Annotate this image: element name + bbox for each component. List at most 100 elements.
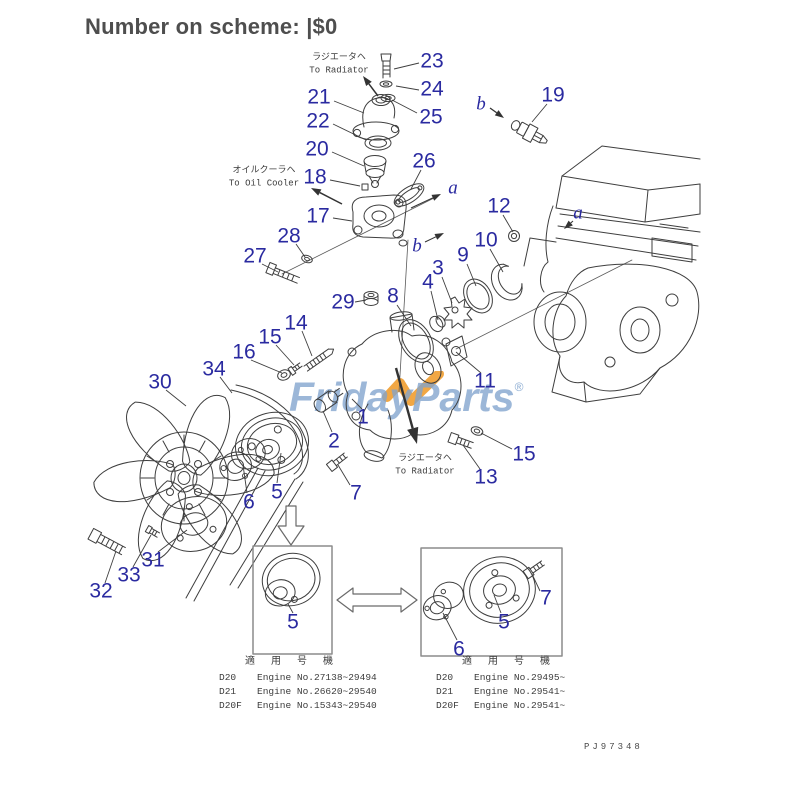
part-number-7: 7 [540, 586, 552, 610]
leader-line [393, 62, 420, 70]
part-number-1: 1 [357, 405, 369, 429]
part-number-34: 34 [202, 357, 226, 381]
part-number-5: 5 [287, 610, 299, 634]
part-number-11: 11 [474, 369, 496, 393]
direction-arrow-line [489, 107, 498, 114]
part-number-28: 28 [277, 224, 301, 248]
double-arrow [336, 587, 418, 613]
engine-block-drawing [523, 145, 701, 403]
leader-line [242, 464, 248, 494]
leader-line [157, 529, 188, 553]
inset-left-pulley-drawing [261, 552, 321, 607]
arrowhead [363, 76, 372, 87]
leader-line [165, 389, 187, 407]
leader-line [396, 304, 412, 327]
model-cell: D20F [436, 700, 459, 711]
inset-right-pulley-drawing [463, 556, 536, 624]
part-number-4: 4 [422, 270, 434, 294]
arrowhead [407, 426, 419, 444]
part-number-6: 6 [243, 490, 255, 514]
part-number-9: 9 [457, 243, 469, 267]
annotation-jp: ラジエータヘ [398, 453, 452, 464]
part-number-18: 18 [303, 165, 327, 189]
part-number-17: 17 [306, 204, 330, 228]
leader-line [322, 410, 333, 433]
part-number-13: 13 [474, 465, 498, 489]
thermostat-stack-drawing [351, 53, 425, 247]
part-number-12: 12 [487, 194, 511, 218]
direction-arrow-line [570, 220, 574, 224]
part-number-22: 22 [306, 109, 330, 133]
arrowhead [434, 233, 444, 240]
leader-line [329, 179, 361, 187]
leader-line [531, 103, 548, 123]
leader-line [104, 550, 117, 584]
leader-line [462, 444, 481, 470]
watermark-registered-mark: ® [514, 380, 524, 394]
part-number-27: 27 [243, 244, 267, 268]
leader-line [480, 432, 513, 450]
part-number-31: 31 [141, 548, 165, 572]
leader-line [455, 351, 482, 374]
part-number-25: 25 [419, 105, 443, 129]
part-number-14: 14 [284, 311, 308, 335]
section-letter-a: a [573, 202, 583, 224]
arrowhead [431, 194, 441, 201]
leader-line [410, 169, 422, 190]
leader-line [395, 85, 420, 91]
leader-line [301, 330, 313, 357]
section-letter-b: b [412, 235, 422, 257]
watermark-check-icon [382, 371, 444, 406]
part-number-16: 16 [232, 340, 256, 364]
serial-range-cell: Engine No.27138~29494 [257, 672, 377, 683]
part-number-19: 19 [541, 83, 565, 107]
leader-line [331, 151, 365, 167]
direction-arrow-line [410, 197, 434, 209]
annotation-en: To Radiator [309, 65, 369, 75]
leader-line [332, 123, 367, 141]
part-number-7: 7 [350, 481, 362, 505]
grommet-29-drawing [363, 291, 379, 306]
sensor-19-drawing [510, 120, 548, 144]
leader-line [391, 99, 418, 114]
annotation-en: To Radiator [395, 466, 455, 476]
plug-2-drawing [313, 387, 344, 413]
part-number-30: 30 [148, 370, 172, 394]
serial-range-cell: Engine No.29541~ [474, 700, 566, 711]
part-number-2: 2 [328, 429, 340, 453]
annotation-en: To Oil Cooler [228, 178, 300, 188]
leader-line [430, 290, 439, 321]
arrowhead [311, 188, 322, 196]
leader-line [351, 398, 363, 410]
leader-line [261, 263, 279, 273]
model-cell: D21 [219, 686, 237, 697]
hub-6-drawing [219, 438, 266, 481]
part-number-5: 5 [271, 480, 283, 504]
leader-line [442, 612, 458, 641]
leader-line [493, 594, 502, 614]
bolt-7-drawing [325, 452, 348, 472]
annotation-jp: ラジエータヘ [312, 52, 366, 63]
leader-line [250, 359, 283, 374]
leader-line [132, 534, 152, 568]
watermark-text: FridayParts [289, 374, 515, 420]
document-code: PJ97348 [584, 742, 643, 752]
watermark: FridayParts® [289, 371, 524, 420]
leader-line [441, 276, 453, 304]
section-letter-a: a [448, 177, 458, 199]
leader-line [219, 376, 233, 394]
part-number-15: 15 [258, 325, 282, 349]
part-number-6: 6 [453, 637, 465, 661]
impeller-parts-drawing [398, 263, 523, 367]
flow-annotation-2: ラジエータヘ To Radiator [395, 452, 454, 477]
table-row: D20F Engine No.29541~ [436, 699, 565, 713]
plate-31-drawing [160, 496, 228, 552]
part-number-8: 8 [387, 284, 399, 308]
